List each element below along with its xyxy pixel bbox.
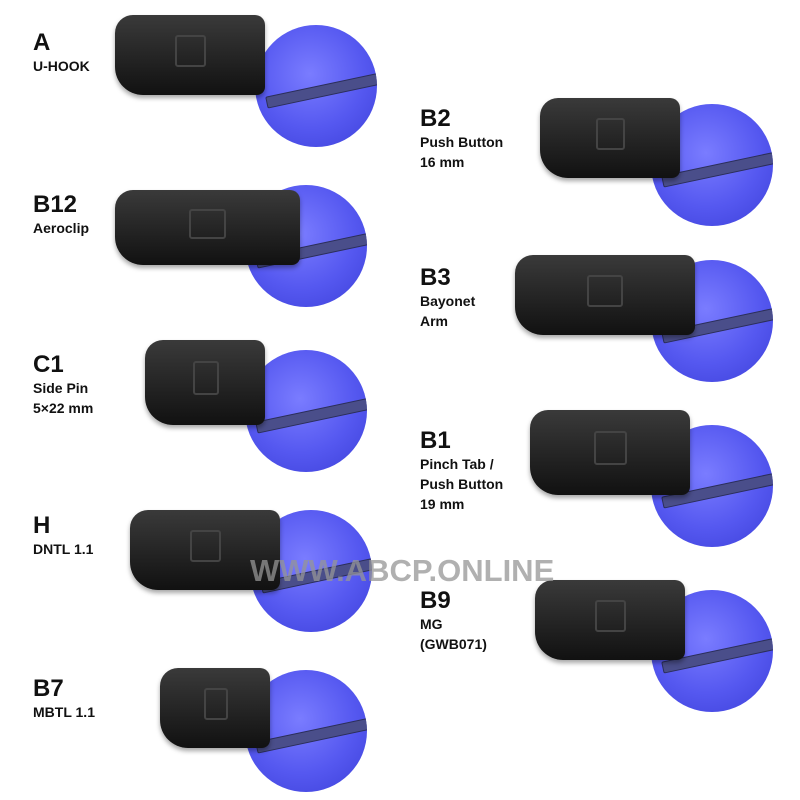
adapter-label: B3 Bayonet Arm (420, 265, 475, 331)
adapter-description: Push Button 16 mm (420, 134, 504, 170)
blade-image (265, 69, 377, 109)
adapter-code: B12 (33, 191, 78, 218)
adapter-code: B3 (420, 264, 451, 291)
adapter-image (115, 190, 300, 265)
adapter-image (535, 580, 685, 660)
adapter-label: H DNTL 1.1 (33, 513, 93, 559)
adapter-image (530, 410, 690, 495)
adapter-label: B12 Aeroclip (33, 192, 89, 238)
adapter-image (130, 510, 280, 590)
adapter-description: Aeroclip (33, 220, 90, 236)
adapter-label: A U-HOOK (33, 30, 90, 76)
adapter-image (515, 255, 695, 335)
adapter-description: Pinch Tab / Push Button 19 mm (420, 456, 504, 512)
watermark: WWW.ABCP.ONLINE (250, 553, 555, 588)
adapter-code: A (33, 29, 51, 56)
adapter-description: Bayonet Arm (420, 293, 476, 329)
adapter-description: DNTL 1.1 (33, 541, 94, 557)
adapter-label: B9 MG (GWB071) (420, 588, 487, 654)
adapter-image (145, 340, 265, 425)
blade-closeup-circle (255, 25, 377, 147)
adapter-code: B2 (420, 105, 451, 132)
adapter-image (115, 15, 265, 95)
adapter-image (540, 98, 680, 178)
adapter-label: B1 Pinch Tab / Push Button 19 mm (420, 428, 503, 514)
blade-image (255, 714, 367, 754)
blade-image (255, 394, 367, 434)
adapter-label: B7 MBTL 1.1 (33, 676, 95, 722)
adapter-code: C1 (33, 351, 64, 378)
adapter-description: MBTL 1.1 (33, 704, 95, 720)
adapter-label: B2 Push Button 16 mm (420, 106, 503, 172)
adapter-label: C1 Side Pin 5×22 mm (33, 352, 93, 418)
adapter-image (160, 668, 270, 748)
blade-closeup-circle (245, 350, 367, 472)
adapter-code: B9 (420, 587, 451, 614)
adapter-code: B7 (33, 675, 64, 702)
adapter-code: B1 (420, 427, 451, 454)
adapter-description: Side Pin 5×22 mm (33, 380, 94, 416)
adapter-description: U-HOOK (33, 58, 90, 74)
adapter-description: MG (GWB071) (420, 616, 487, 652)
adapter-code: H (33, 512, 51, 539)
